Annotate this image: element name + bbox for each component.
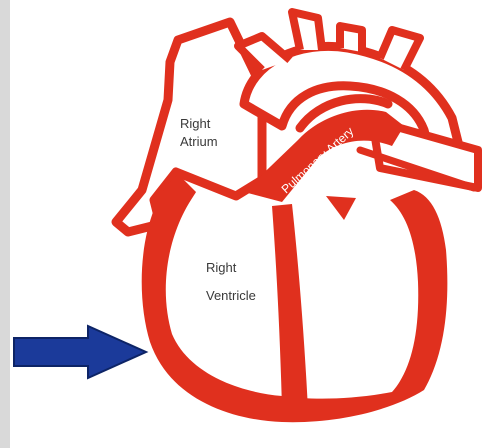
right-atrium-label-line2: Atrium — [180, 134, 218, 149]
right-ventricle-label-line2: Ventricle — [206, 288, 256, 303]
interventricular-septum — [272, 204, 308, 410]
vessel-branch-2 — [292, 12, 322, 50]
right-atrium-label-line1: Right — [180, 116, 211, 131]
valve-flap-right — [326, 196, 356, 220]
vessel-branch-3 — [340, 26, 362, 52]
right-ventricle-label-line1: Right — [206, 260, 237, 275]
blue-arrow-icon — [14, 326, 146, 378]
